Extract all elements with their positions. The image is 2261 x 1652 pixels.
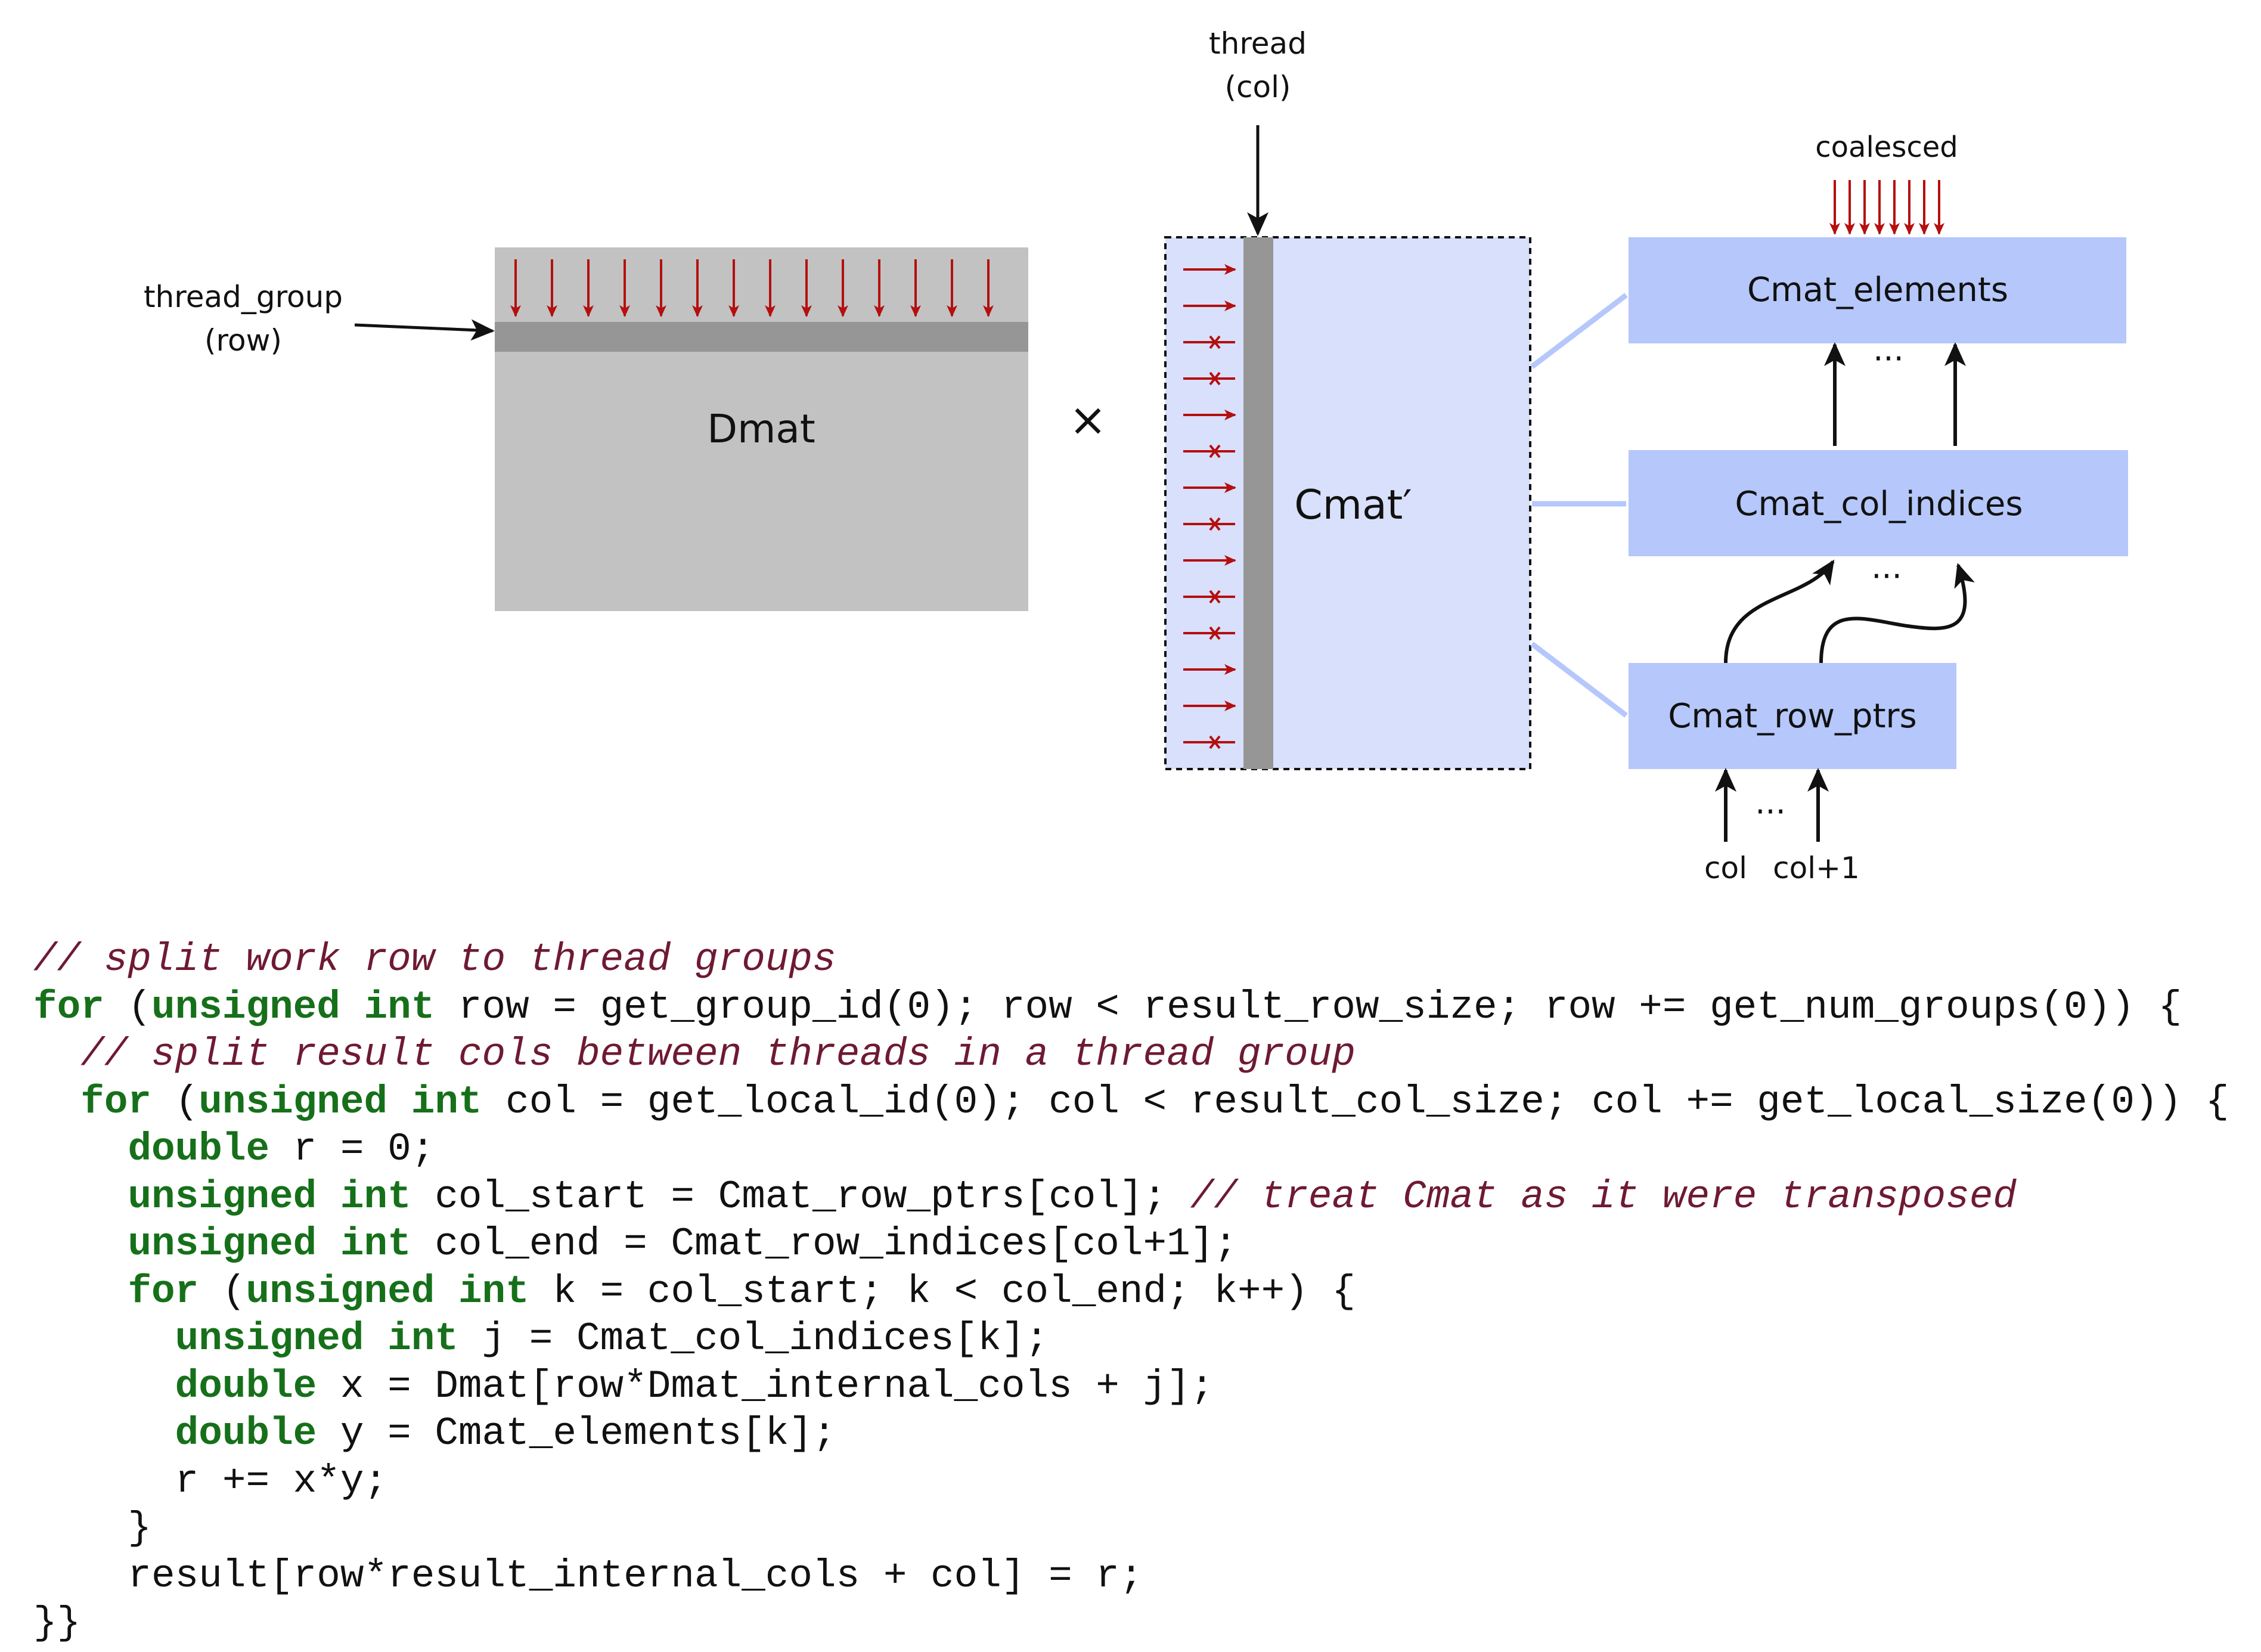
code-line: unsigned int col_start = Cmat_row_ptrs[c… [33,1173,2229,1221]
thread-col-sublabel: (col) [1225,70,1291,104]
code-line: // split result cols between threads in … [33,1031,2229,1078]
cmat-row-ptrs-block [1629,663,1956,769]
code-keyword: for [128,1269,199,1314]
cmat-label: Cmat′ [1294,482,1412,529]
connector-elements [1530,293,1628,369]
code-text: ( [199,1269,246,1314]
dmat-coalesced-arrows [510,259,994,317]
code-line: double y = Cmat_elements[k]; [33,1410,2229,1458]
code-comment: // split result cols between threads in … [80,1032,1356,1077]
col-indices-ellipsis: ··· [1871,557,1902,595]
code-keyword: unsigned int [246,1269,529,1314]
thread-group-label-line1: thread_group [144,280,343,314]
code-text [33,1174,128,1219]
thread-group-label-line2: (row) [204,323,282,358]
cmat-red-cross [1209,590,1221,604]
code-keyword: double [128,1127,270,1171]
cmat-red-cross [1209,371,1221,386]
thread-group-label: thread_group [144,280,343,314]
coalesced-arrows [1829,180,1944,235]
code-text [33,1364,175,1409]
code-line: double r = 0; [33,1126,2229,1173]
cmat-matrix [1164,236,1531,770]
code-text [33,1316,175,1361]
cmat-red-cross [1209,517,1221,531]
code-text: }} [33,1601,81,1645]
cmat-red-cross [1209,735,1221,749]
cmat-red-cross [1209,444,1221,458]
col-plus-one-label: col+1 [1773,851,1860,885]
code-text [33,1269,128,1314]
cmat-elements-label: Cmat_elements [1747,271,2008,309]
code-text: col_end = Cmat_row_indices[col+1]; [411,1222,1237,1266]
thread-col-label-line2: (col) [1225,70,1291,104]
times-symbol: × [1069,393,1107,446]
code-keyword: unsigned int [128,1174,411,1219]
code-line: for (unsigned int k = col_start; k < col… [33,1268,2229,1316]
code-line: unsigned int j = Cmat_col_indices[k]; [33,1315,2229,1363]
cmat-row-ptrs-label: Cmat_row_ptrs [1668,697,1916,736]
coalesced-label: coalesced [1815,131,1958,164]
code-text: col = get_local_id(0); col < result_col_… [482,1079,2229,1124]
code-text: result[row*result_internal_cols + col] =… [33,1553,1143,1598]
cmat-red-cross [1209,626,1221,640]
thread-col-label-line1: thread [1209,26,1307,61]
code-text: y = Cmat_elements[k]; [317,1411,836,1456]
cmat-col-indices-label: Cmat_col_indices [1735,485,2023,523]
connector-row-ptrs [1530,641,1628,718]
code-text [33,1032,80,1077]
thread-group-sublabel: (row) [204,323,282,358]
code-text: col_start = Cmat_row_ptrs[col]; [411,1174,1190,1219]
cmat-elements-block [1629,237,2126,343]
code-text: } [33,1506,152,1551]
code-text: ( [104,984,152,1030]
code-text [33,1411,175,1456]
code-line: for (unsigned int col = get_local_id(0);… [33,1078,2229,1126]
code-text [33,1127,128,1171]
sparse-matmul-diagram: thread_group (row) Dmat × thread (col) C… [144,26,2128,885]
thread-group-arrow [354,319,495,341]
code-text: k = col_start; k < col_end; k++) { [529,1269,1356,1314]
code-line: result[row*result_internal_cols + col] =… [33,1552,2229,1600]
code-line: double x = Dmat[row*Dmat_internal_cols +… [33,1363,2229,1411]
elements-ellipsis: ··· [1873,340,1904,377]
code-keyword: for [33,984,104,1030]
code-line: // split work row to thread groups [33,936,2229,984]
code-keyword: for [80,1079,152,1124]
code-keyword: unsigned int [128,1222,411,1266]
code-comment: // split work row to thread groups [33,937,836,982]
col-label: col [1704,851,1747,885]
code-text [33,1222,128,1266]
cmat-col-indices-block [1629,450,2128,556]
code-text: r += x*y; [33,1458,388,1504]
code-line: r += x*y; [33,1458,2229,1505]
row-ptrs-ellipsis: ··· [1755,793,1786,830]
code-keyword: double [175,1363,317,1409]
code-text: row = get_group_id(0); row < result_row_… [435,984,2182,1030]
code-keyword: unsigned int [175,1316,458,1361]
code-line: } [33,1505,2229,1552]
thread-col-label: thread [1209,26,1307,61]
code-line: }} [33,1600,2229,1647]
row-ptrs-to-col-indices-arrow-2 [1819,563,1975,664]
code-line: for (unsigned int row = get_group_id(0);… [33,984,2229,1031]
cmat-red-cross [1209,335,1221,349]
cmat-access-arrows [1183,264,1236,749]
row-ptrs-to-col-indices-arrow-1 [1724,559,1835,664]
code-text [33,1080,80,1124]
code-text: r = 0; [269,1127,435,1171]
code-keyword: unsigned int [199,1079,482,1124]
code-keyword: double [175,1411,317,1456]
dmat-label: Dmat [707,406,815,452]
dmat-active-row [495,322,1028,352]
code-line: unsigned int col_end = Cmat_row_indices[… [33,1220,2229,1268]
code-text: ( [151,1079,199,1124]
code-comment: // treat Cmat as it were transposed [1190,1174,2017,1219]
cmat-active-col [1243,237,1273,769]
code-text: x = Dmat[row*Dmat_internal_cols + j]; [317,1363,1214,1409]
code-text: j = Cmat_col_indices[k]; [458,1316,1049,1361]
code-keyword: unsigned int [151,984,435,1030]
